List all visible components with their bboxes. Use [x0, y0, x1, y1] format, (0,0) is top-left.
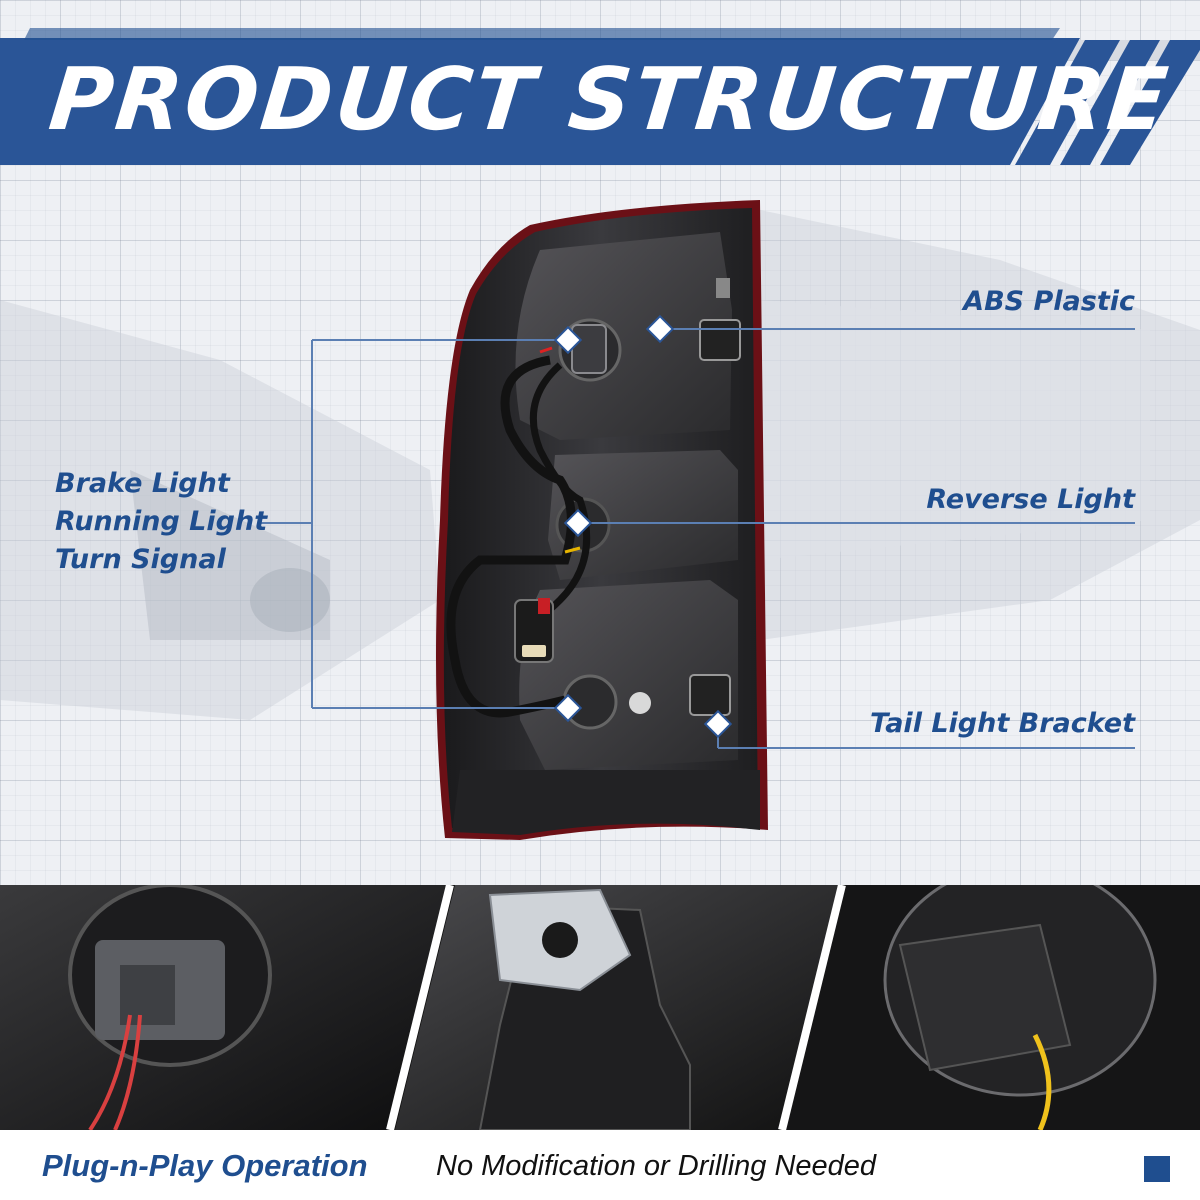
- photo-bracket-closeup: [395, 885, 840, 1130]
- feature-label: Plug-n-Play Operation: [42, 1148, 368, 1183]
- label-turn-signal: Turn Signal: [55, 544, 226, 575]
- title-banner: [0, 28, 1200, 165]
- label-abs-plastic: ABS Plastic: [963, 286, 1135, 317]
- truck-silhouette: [0, 210, 1200, 720]
- label-reverse-light: Reverse Light: [926, 484, 1135, 515]
- tail-light-diagram: [436, 200, 768, 840]
- photo-plug-closeup: [785, 885, 1200, 1130]
- label-brake-light: Brake Light: [55, 468, 230, 499]
- callout-lines: [258, 314, 1135, 749]
- feature-description: No Modification or Drilling Needed: [436, 1150, 877, 1182]
- label-tail-light-bracket: Tail Light Bracket: [870, 708, 1135, 739]
- photo-socket-closeup: [0, 885, 450, 1130]
- label-running-light: Running Light: [55, 506, 268, 537]
- footer-bar: Plug-n-Play Operation No Modification or…: [0, 1130, 1200, 1200]
- detail-photos: [0, 885, 1200, 1130]
- accent-square: [1144, 1156, 1170, 1182]
